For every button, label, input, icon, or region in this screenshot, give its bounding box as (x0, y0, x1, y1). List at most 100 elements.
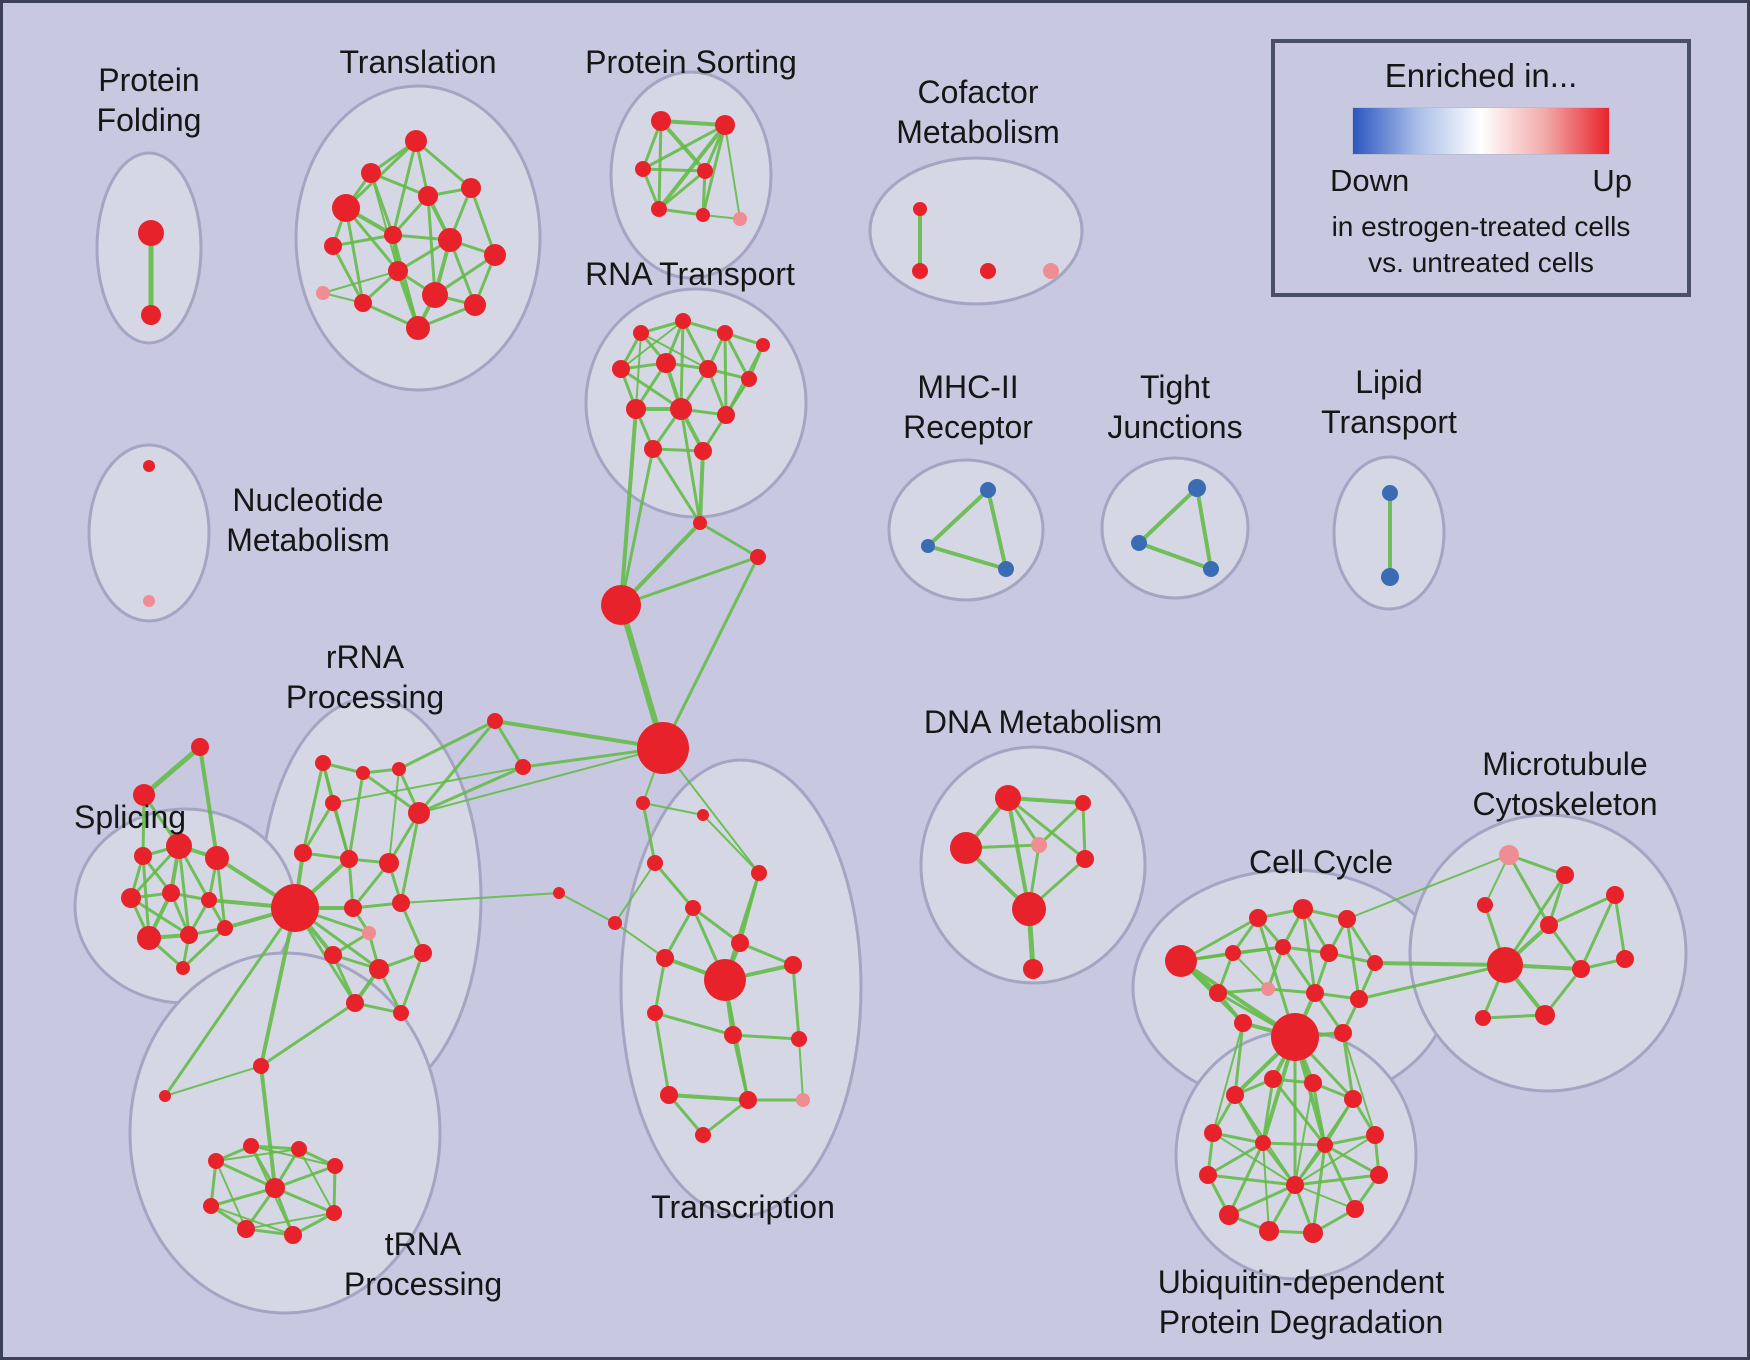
network-node-r (1370, 1166, 1388, 1184)
network-node-b (998, 561, 1014, 577)
network-edge (619, 447, 655, 607)
network-node-p (796, 1093, 810, 1107)
network-edge (1037, 801, 1085, 847)
network-node-r (137, 926, 161, 950)
cluster-label-transcription: Transcription (651, 1189, 835, 1225)
network-edge (259, 1064, 277, 1190)
network-node-r (608, 916, 622, 930)
network-node-b (1188, 479, 1206, 497)
network-edge (657, 169, 707, 211)
network-edge (215, 1160, 247, 1230)
network-edge (731, 1033, 801, 1041)
network-node-r (344, 899, 362, 917)
legend-down-label: Down (1330, 163, 1410, 198)
network-node-r (553, 887, 565, 899)
network-node-r (739, 1091, 757, 1109)
network-edge (322, 270, 399, 294)
cluster-ellipse-protein-sorting (609, 70, 773, 280)
network-edge (344, 206, 365, 305)
network-node-r (699, 360, 717, 378)
network-node-r (637, 722, 689, 774)
network-node-r (141, 305, 161, 325)
network-edge (642, 802, 704, 816)
network-node-r (143, 460, 155, 472)
network-node-r (422, 282, 448, 308)
network-node-r (1556, 866, 1574, 884)
network-edge (691, 906, 742, 945)
legend-endpoint-labels: Down Up (1330, 163, 1632, 199)
network-edge (331, 801, 351, 861)
network-node-r (1255, 1135, 1271, 1151)
network-edge (399, 901, 425, 955)
network-edge (653, 861, 695, 910)
network-node-r (1606, 886, 1624, 904)
network-edge (332, 766, 524, 804)
network-edge (614, 862, 656, 924)
network-node-r (461, 178, 481, 198)
network-edge (259, 1001, 357, 1068)
network-node-p (1031, 837, 1047, 853)
network-edge (177, 844, 191, 937)
network-node-r (784, 956, 802, 974)
network-node-r (644, 440, 662, 458)
network-node-r (1616, 950, 1634, 968)
network-node-r (180, 926, 198, 944)
network-node-r (1204, 1124, 1222, 1142)
network-node-r (265, 1178, 285, 1198)
network-edge (1293, 1173, 1381, 1187)
network-node-r (697, 809, 709, 821)
network-node-r (1475, 1010, 1491, 1026)
network-node-r (1209, 984, 1227, 1002)
network-node-r (324, 946, 342, 964)
network-node-r (253, 1058, 269, 1074)
network-node-r (414, 944, 432, 962)
network-node-r (340, 850, 358, 868)
network-edge (400, 892, 560, 904)
network-edge (1233, 1021, 1245, 1097)
network-edge (1311, 1143, 1327, 1235)
network-node-r (660, 1086, 678, 1104)
network-edge (926, 488, 990, 548)
network-node-p (316, 286, 330, 300)
network-node-r (237, 1220, 255, 1238)
network-node-r (487, 713, 503, 729)
network-edge (331, 244, 365, 305)
network-edge (1227, 1141, 1265, 1217)
network-edge (417, 719, 497, 815)
network-node-r (354, 294, 372, 312)
network-node-r (913, 202, 927, 216)
network-node-r (1076, 850, 1094, 868)
network-edge (250, 1145, 336, 1167)
network-node-r (325, 795, 341, 811)
cluster-label-translation: Translation (339, 44, 496, 80)
network-edge (640, 332, 709, 370)
network-edge (1271, 1077, 1327, 1147)
network-node-r (1540, 916, 1558, 934)
network-edge (469, 186, 497, 257)
network-node-r (369, 959, 389, 979)
network-edge (1006, 796, 1087, 861)
legend-caption-line2: vs. untreated cells (1368, 247, 1594, 279)
network-node-r (121, 888, 141, 908)
network-edge (399, 811, 421, 905)
network-edge (210, 1205, 294, 1236)
network-edge (1281, 945, 1317, 995)
network-node-r (717, 325, 733, 341)
nodes-layer (121, 111, 1634, 1244)
network-edge (249, 1144, 301, 1151)
network-node-r (1306, 984, 1324, 1002)
network-edge (641, 167, 707, 173)
network-node-r (980, 263, 996, 279)
network-node-r (695, 1127, 711, 1143)
network-edge (414, 139, 473, 190)
network-edge (724, 124, 741, 220)
network-node-r (750, 549, 766, 565)
network-edge (493, 719, 525, 769)
network-edge (619, 407, 638, 607)
network-node-r (1165, 945, 1197, 977)
